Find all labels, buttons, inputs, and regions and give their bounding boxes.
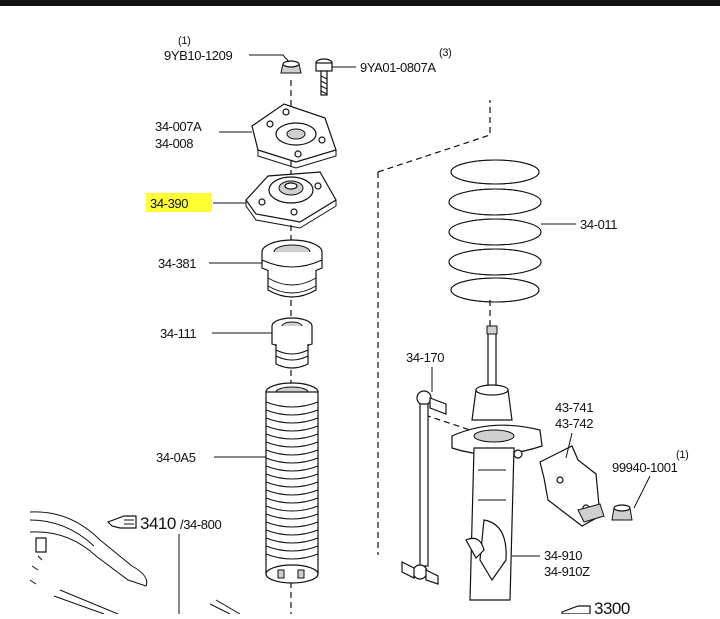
bolt-part bbox=[315, 58, 333, 96]
label-strut-b: 34-910Z bbox=[544, 564, 590, 579]
label-plate-b: 34-008 bbox=[155, 136, 193, 151]
label-bracket-a: 43-741 bbox=[555, 400, 593, 415]
ref-main-label[interactable]: 3410 bbox=[140, 514, 176, 533]
label-strut-a: 34-910 bbox=[544, 548, 582, 563]
bearing-part bbox=[261, 239, 323, 298]
strut-assembly-part bbox=[451, 325, 543, 601]
ref-bottom-label[interactable]: 3300 bbox=[594, 599, 630, 618]
label-nut: 9YB10-1209 bbox=[164, 48, 232, 63]
label-bolt: 9YA01-0807A bbox=[360, 60, 436, 75]
leader-nut bbox=[249, 54, 290, 63]
leader-bracket-bolt bbox=[633, 475, 651, 509]
assembly-outline-top bbox=[377, 100, 491, 173]
bump-stop-part bbox=[271, 317, 313, 369]
bracket-part bbox=[539, 445, 605, 527]
highlight-34-390 bbox=[146, 193, 212, 212]
label-nut-qty: (1) bbox=[178, 35, 191, 47]
label-bracket-bolt-qty: (1) bbox=[676, 449, 689, 461]
label-link: 34-170 bbox=[406, 350, 444, 365]
link-axis bbox=[424, 414, 471, 431]
upper-plate-part bbox=[251, 103, 337, 169]
pointing-hand-icon bbox=[106, 515, 137, 529]
label-bearing: 34-381 bbox=[158, 256, 196, 271]
nut-part bbox=[280, 60, 302, 74]
label-mount[interactable]: 34-390 bbox=[150, 196, 189, 211]
label-bump-stop: 34-111 bbox=[160, 326, 196, 341]
bracket-bolt-part bbox=[611, 504, 633, 521]
top-border bbox=[0, 0, 720, 6]
leader-bracket bbox=[565, 432, 573, 459]
stabilizer-bar-part bbox=[29, 511, 241, 615]
label-bracket-b: 43-742 bbox=[555, 416, 593, 431]
pointing-hand-icon-bottom bbox=[561, 605, 591, 615]
label-bracket-bolt: 99940-1001 bbox=[612, 460, 678, 475]
dust-boot-part bbox=[265, 382, 319, 584]
label-spring: 34-011 bbox=[580, 217, 617, 232]
label-plate-a: 34-007A bbox=[155, 119, 202, 134]
stabilizer-link-part bbox=[401, 390, 447, 585]
ref-sub-label[interactable]: /34-800 bbox=[180, 517, 222, 532]
label-bolt-qty: (3) bbox=[439, 47, 452, 59]
coil-spring-part bbox=[448, 159, 542, 303]
label-boot: 34-0A5 bbox=[156, 450, 196, 465]
strut-mount-part bbox=[245, 171, 337, 229]
